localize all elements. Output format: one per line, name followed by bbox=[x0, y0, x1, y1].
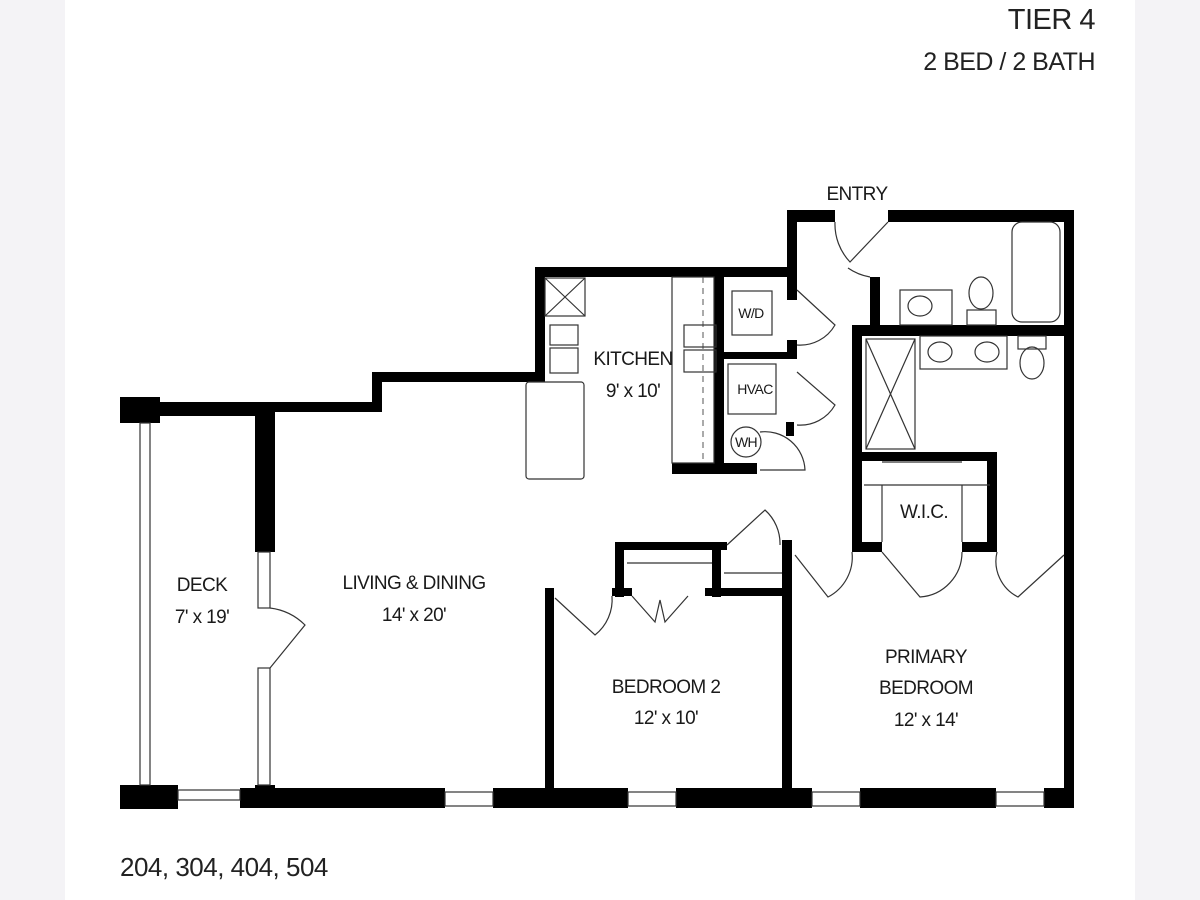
kitchen-size: 9' x 10' bbox=[606, 381, 660, 402]
room-labels: ENTRY KITCHEN 9' x 10' W/D HVAC WH W.I.C… bbox=[175, 184, 974, 731]
tier-title: TIER 4 bbox=[1007, 4, 1096, 36]
floor-plan-sheet bbox=[65, 0, 1135, 900]
windows-and-doors bbox=[139, 221, 1065, 807]
unit-numbers: 204, 304, 404, 504 bbox=[120, 852, 328, 882]
living-label: LIVING & DINING bbox=[342, 573, 485, 594]
fixtures bbox=[525, 221, 1061, 480]
deck-label: DECK bbox=[177, 575, 228, 596]
wic-label: W.I.C. bbox=[900, 502, 948, 523]
primary-size: 12' x 14' bbox=[894, 710, 958, 731]
entry-label: ENTRY bbox=[826, 184, 888, 205]
bedroom2-size: 12' x 10' bbox=[634, 708, 698, 729]
deck-size: 7' x 19' bbox=[175, 607, 229, 628]
primary-label-2: BEDROOM bbox=[879, 678, 973, 699]
bedroom2-label: BEDROOM 2 bbox=[612, 677, 721, 698]
wh-label: WH bbox=[735, 434, 757, 450]
hvac-label: HVAC bbox=[737, 381, 773, 397]
walls bbox=[120, 210, 1074, 809]
primary-label-1: PRIMARY bbox=[885, 647, 968, 668]
living-size: 14' x 20' bbox=[382, 605, 446, 626]
kitchen-label: KITCHEN bbox=[593, 349, 672, 370]
wd-label: W/D bbox=[738, 305, 764, 321]
bed-bath-subtitle: 2 BED / 2 BATH bbox=[923, 48, 1095, 76]
